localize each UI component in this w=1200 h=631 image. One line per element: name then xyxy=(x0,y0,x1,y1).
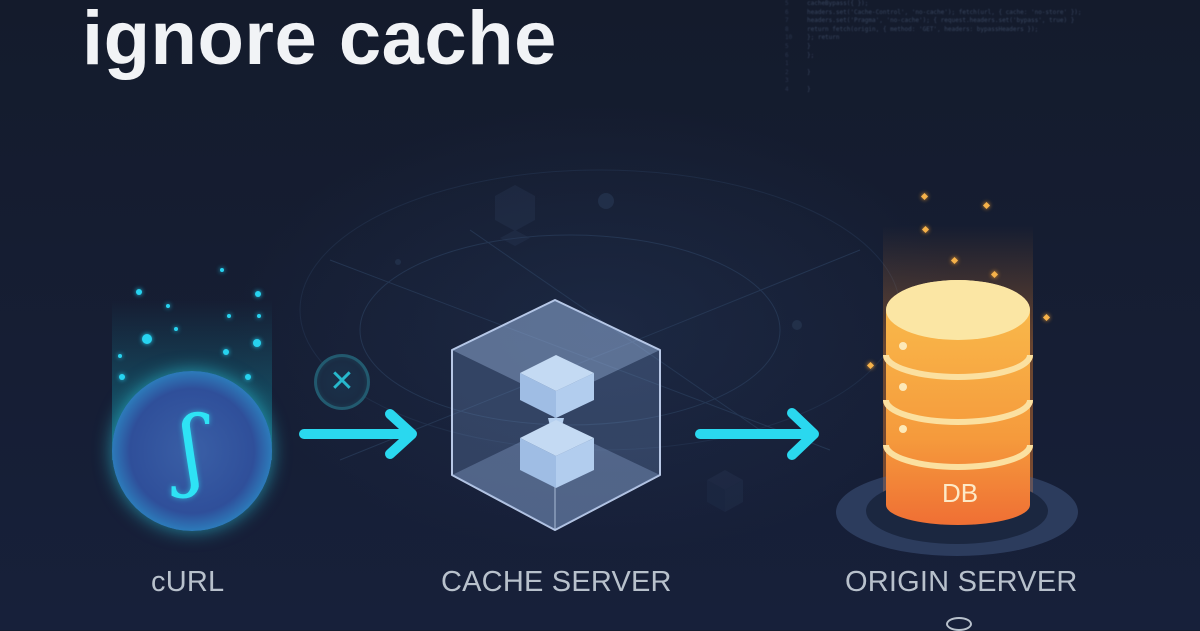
cache-cube-icon xyxy=(451,299,661,531)
code-line-text: headers.set('Cache-Control', 'no-cache')… xyxy=(807,8,1082,16)
network-line xyxy=(339,249,861,461)
particle-dot xyxy=(119,374,125,380)
origin-server-label: ORIGIN SERVER xyxy=(845,566,1078,598)
code-line: 5 cacheBypass({ }); xyxy=(785,0,1075,9)
network-line xyxy=(469,229,761,431)
code-line-text: }; return xyxy=(807,34,840,42)
particle-dot xyxy=(257,314,261,318)
code-line: 1 xyxy=(785,60,1075,69)
code-line-number: 5 xyxy=(785,0,789,7)
particle-dot xyxy=(118,354,122,358)
code-snippet: 5 cacheBypass({ }); 6 headers.set('Cache-Co… xyxy=(785,0,1082,110)
code-line-number: 10 xyxy=(785,34,793,42)
network-line xyxy=(329,259,831,451)
curl-node[interactable]: ʃ xyxy=(112,371,272,531)
code-line-text: headers.set('Pragma', 'no-cache'); { req… xyxy=(807,17,1075,25)
network-orbit xyxy=(359,234,781,426)
code-line-text: }; xyxy=(807,51,815,59)
code-line-number: 4 xyxy=(785,85,789,93)
particle-dot xyxy=(136,289,142,295)
page-title: ignore cache xyxy=(82,0,557,81)
code-line-number: 6 xyxy=(785,8,789,16)
code-line-number: 3 xyxy=(785,77,789,85)
arrow-right-icon xyxy=(695,408,819,460)
code-line: 4} xyxy=(785,86,1075,95)
arrow-right-icon xyxy=(299,409,417,459)
faded-cube-icon xyxy=(707,470,743,512)
code-line: 8 return fetch(origin, { method: 'GET', h… xyxy=(785,26,1075,35)
cache-server-label: CACHE SERVER xyxy=(441,566,672,598)
curl-icon: ʃ xyxy=(180,396,204,500)
network-node xyxy=(395,259,401,265)
network-node xyxy=(792,320,802,330)
faded-cube-icon xyxy=(495,185,535,246)
code-line-number: 1 xyxy=(785,60,789,68)
particle-dot xyxy=(142,334,152,344)
particle-dot xyxy=(255,291,261,297)
code-line: 6}; xyxy=(785,52,1075,61)
particle-dot xyxy=(227,314,231,318)
code-line: 7 headers.set('Pragma', 'no-cache'); { re… xyxy=(785,17,1075,26)
code-line-number: 5 xyxy=(785,42,789,50)
code-line-text: } xyxy=(807,68,811,76)
code-line: 3 xyxy=(785,77,1075,86)
db-label: DB xyxy=(941,478,979,508)
particle-dot xyxy=(220,268,224,272)
code-line-text: cacheBypass({ }); xyxy=(807,0,869,7)
particle-dot xyxy=(223,349,229,355)
code-line-number: 7 xyxy=(785,17,789,25)
code-line-text: } xyxy=(807,42,811,50)
network-node xyxy=(598,193,614,209)
cache-bypass-x-icon: ✕ xyxy=(314,354,370,410)
particle-dot xyxy=(166,304,170,308)
particle-dot xyxy=(253,339,261,347)
code-line: 5} xyxy=(785,43,1075,52)
code-line-number: 8 xyxy=(785,25,789,33)
code-line: 2} xyxy=(785,69,1075,78)
code-line: 6 headers.set('Cache-Control', 'no-cache'… xyxy=(785,8,1082,18)
particle-dot xyxy=(174,327,178,331)
origin-indicator-icon xyxy=(946,617,972,631)
code-line-text: } xyxy=(807,85,811,93)
curl-label: cURL xyxy=(151,566,225,598)
particle-dot xyxy=(245,374,251,380)
code-line-number: 6 xyxy=(785,51,789,59)
code-line-number: 2 xyxy=(785,68,789,76)
code-line-text: return fetch(origin, { method: 'GET', he… xyxy=(807,25,1039,33)
code-line: 10 }; return xyxy=(785,34,1075,43)
